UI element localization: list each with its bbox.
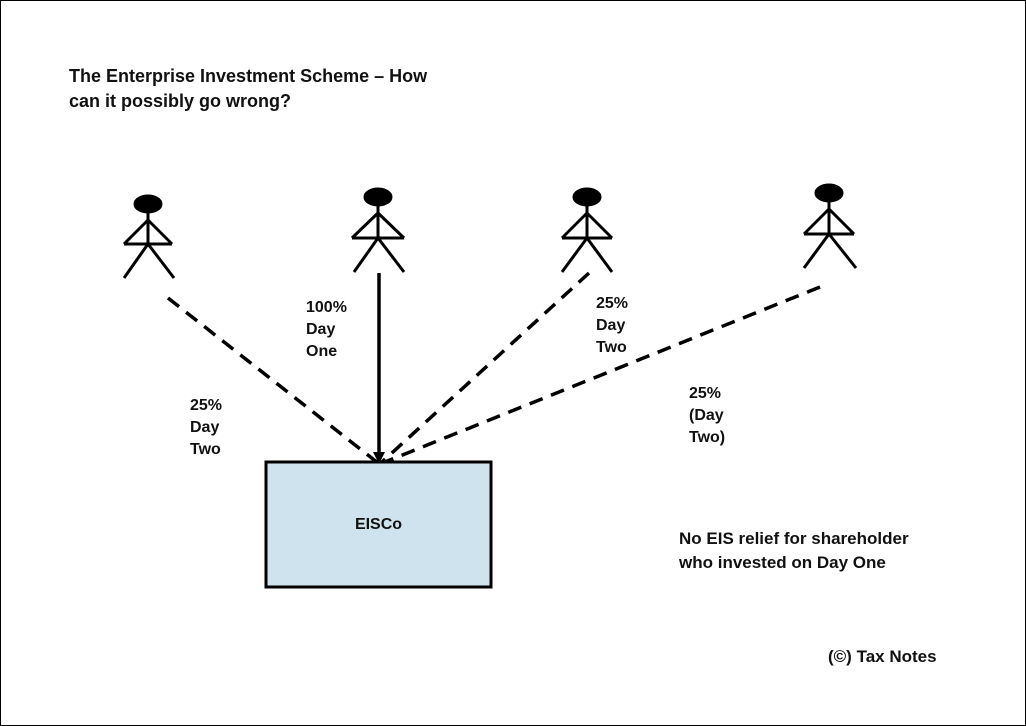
- investor-1-figure: [122, 194, 176, 279]
- investor-1-label: 25% Day Two: [190, 395, 222, 461]
- investor-1-label-line-1: 25%: [190, 397, 223, 414]
- title-line-2: can it possibly go wrong?: [69, 91, 292, 111]
- investor-4-label-line-2: (Day: [689, 407, 724, 424]
- investor-4-label-line-1: 25%: [689, 385, 722, 402]
- investor-2-head: [363, 187, 393, 207]
- title-line-1: The Enterprise Investment Scheme – How: [69, 66, 428, 86]
- relief-note: No EIS relief for shareholder who invest…: [679, 527, 909, 575]
- investor-3-head: [572, 187, 602, 207]
- investor-3-link: [380, 271, 591, 464]
- investor-4-figure: [802, 183, 858, 269]
- company-box: [264, 460, 493, 589]
- investor-3-figure: [560, 187, 614, 273]
- investor-4-label-line-3: Two): [689, 429, 726, 446]
- investor-2-label-line-3: One: [306, 343, 338, 360]
- copyright-notice: (©) Tax Notes: [828, 647, 937, 666]
- diagram-title: The Enterprise Investment Scheme – How c…: [69, 64, 539, 114]
- investor-3-label-line-1: 25%: [596, 295, 629, 312]
- investor-2-label-line-1: 100%: [306, 299, 347, 316]
- relief-note-line-1: No EIS relief for shareholder: [679, 529, 909, 548]
- investor-2-label-line-2: Day: [306, 321, 336, 338]
- relief-note-line-2: who invested on Day One: [679, 553, 886, 572]
- investor-4-link: [384, 285, 821, 464]
- investor-1-label-line-2: Day: [190, 419, 220, 436]
- investor-3-label-line-3: Two: [596, 339, 627, 356]
- investor-3-label: 25% Day Two: [596, 293, 628, 359]
- company-name: EISCo: [354, 515, 403, 533]
- investor-4-head: [814, 183, 844, 203]
- investor-2-figure: [350, 187, 406, 273]
- investor-1-label-line-3: Two: [190, 441, 221, 458]
- investor-3-label-line-2: Day: [596, 317, 626, 334]
- investor-2-label: 100% Day One: [306, 297, 347, 363]
- investor-1-head: [133, 194, 163, 214]
- investor-4-label: 25% (Day Two): [689, 383, 725, 449]
